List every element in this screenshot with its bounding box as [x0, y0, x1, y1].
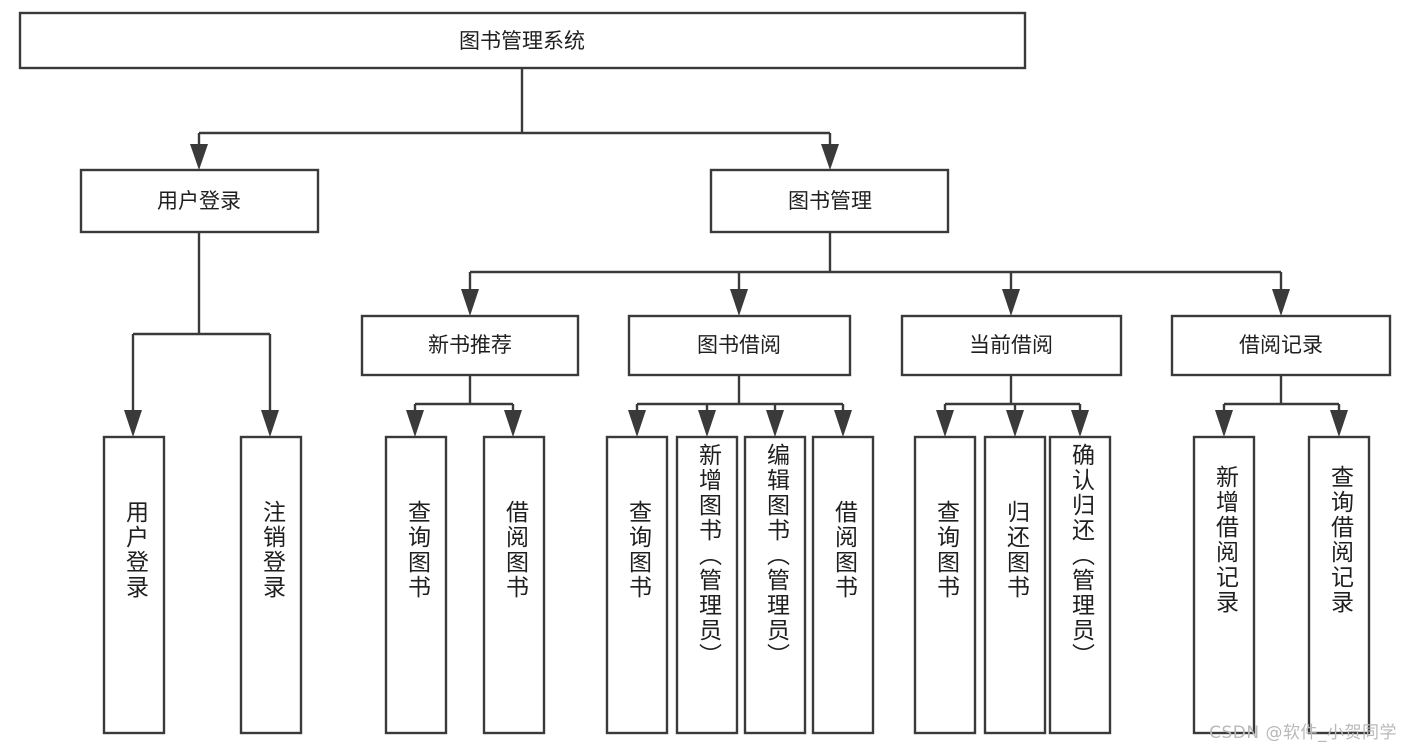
node-leaf-user-login-box[interactable] [102, 435, 166, 735]
node-book-borrow[interactable]: 图书借阅 [627, 314, 852, 377]
node-user-login-box[interactable] [79, 168, 320, 234]
arrow-head-to-leaf-borrow-book-1 [504, 410, 522, 437]
connector-borrow-record-to-leaves [1222, 375, 1341, 418]
node-leaf-query-book-2-box[interactable] [605, 435, 669, 735]
arrow-head-to-leaf-query-record [1330, 410, 1348, 437]
watermark-label: CSDN @软件_小贺同学 [1209, 723, 1397, 743]
connector-user-login-to-leaves [131, 232, 272, 420]
node-borrow-record[interactable]: 借阅记录 [1170, 314, 1392, 377]
node-book-manage-box[interactable] [709, 168, 950, 234]
node-book-borrow-box[interactable] [627, 314, 852, 377]
node-book-manage-label: 图书管理 [788, 189, 872, 213]
node-leaf-borrow-book-2-box[interactable] [811, 435, 875, 735]
arrow-head-to-borrow-record [1272, 289, 1290, 316]
node-leaf-confirm-return-box[interactable] [1048, 435, 1112, 735]
arrow-head-to-new-book-rec [461, 289, 479, 316]
node-book-borrow-label: 图书借阅 [697, 333, 781, 357]
connectors-group [124, 68, 1348, 437]
arrow-head-to-user-login [190, 144, 208, 170]
node-borrow-record-label: 借阅记录 [1239, 333, 1323, 357]
node-leaf-logout-box[interactable] [239, 435, 303, 735]
node-user-login-label: 用户登录 [157, 189, 241, 213]
node-leaf-edit-book-box[interactable] [743, 435, 807, 735]
arrow-head-to-leaf-add-record [1215, 410, 1233, 437]
arrow-head-to-book-manage [821, 144, 839, 170]
arrow-head-to-leaf-user-login [124, 410, 142, 437]
node-root-label: 图书管理系统 [459, 29, 585, 53]
node-current-borrow[interactable]: 当前借阅 [900, 314, 1123, 377]
node-leaf-add-book-box[interactable] [675, 435, 739, 735]
arrow-head-to-leaf-return-book [1006, 410, 1024, 437]
node-new-book-rec[interactable]: 新书推荐 [360, 314, 580, 377]
node-user-login[interactable]: 用户登录 [79, 168, 320, 234]
node-leaf-query-record-box[interactable] [1307, 435, 1371, 735]
connector-book-manage-to-level3 [468, 232, 1283, 300]
node-leaf-borrow-book-1-box[interactable] [482, 435, 546, 735]
node-leaf-return-book-box[interactable] [983, 435, 1047, 735]
node-root-box[interactable] [18, 11, 1027, 70]
arrow-head-to-leaf-query-book-3 [936, 410, 954, 437]
arrow-head-to-book-borrow [730, 289, 748, 316]
node-leaf-add-record-box[interactable] [1192, 435, 1256, 735]
node-borrow-record-box[interactable] [1170, 314, 1392, 377]
arrow-head-to-leaf-borrow-book-2 [834, 410, 852, 437]
node-new-book-rec-label: 新书推荐 [428, 333, 512, 357]
connector-root-to-level2 [197, 68, 832, 155]
connector-book-borrow-to-leaves [635, 375, 845, 418]
node-current-borrow-label: 当前借阅 [969, 333, 1053, 357]
connector-new-book-rec-to-leaves [413, 375, 515, 418]
arrow-head-to-leaf-query-book-2 [628, 410, 646, 437]
node-leaf-query-book-1-box[interactable] [384, 435, 448, 735]
arrow-head-to-leaf-logout [261, 410, 279, 437]
arrow-head-to-leaf-confirm-return [1071, 410, 1089, 437]
node-leaf-query-book-3-box[interactable] [913, 435, 977, 735]
arrow-head-to-leaf-query-book-1 [406, 410, 424, 437]
arrow-head-to-leaf-edit-book [766, 410, 784, 437]
node-current-borrow-box[interactable] [900, 314, 1123, 377]
node-book-manage[interactable]: 图书管理 [709, 168, 950, 234]
node-root[interactable]: 图书管理系统 [18, 11, 1027, 70]
arrow-head-to-leaf-add-book [698, 410, 716, 437]
node-new-book-rec-box[interactable] [360, 314, 580, 377]
arrow-head-to-current-borrow [1002, 289, 1020, 316]
